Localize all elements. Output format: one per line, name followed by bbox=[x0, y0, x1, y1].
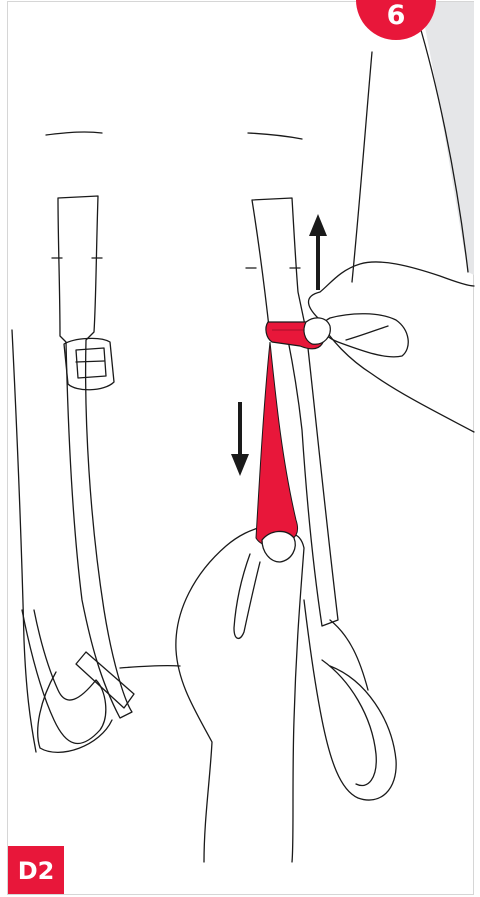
figure-code: D2 bbox=[18, 857, 55, 885]
figure-code-badge: D2 bbox=[8, 846, 64, 894]
step-number: 6 bbox=[387, 0, 406, 31]
